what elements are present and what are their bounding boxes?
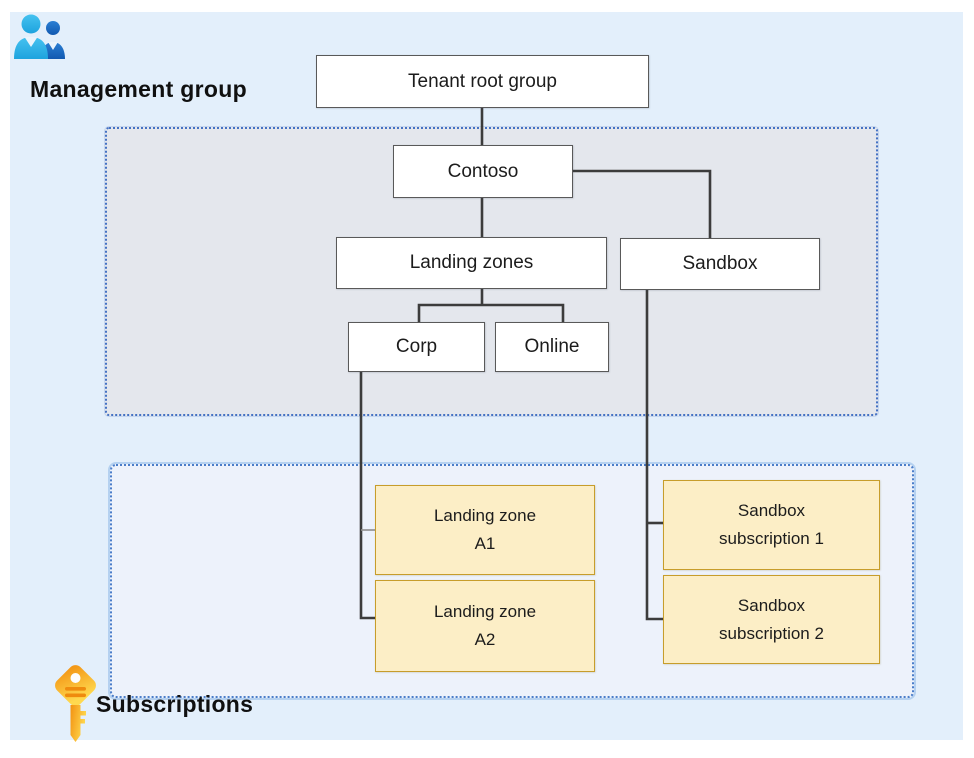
node-online: Online <box>495 322 609 372</box>
subscription-landing-zone-a1: Landing zone A1 <box>375 485 595 575</box>
node-landing-zones: Landing zones <box>336 237 607 289</box>
node-corp: Corp <box>348 322 485 372</box>
node-tenant-root-group: Tenant root group <box>316 55 649 108</box>
key-icon <box>55 665 96 742</box>
subscription-sandbox-1: Sandbox subscription 1 <box>663 480 880 570</box>
people-icon <box>14 14 65 59</box>
subscriptions-title: Subscriptions <box>96 691 254 717</box>
node-sandbox: Sandbox <box>620 238 820 290</box>
subscription-landing-zone-a2: Landing zone A2 <box>375 580 595 672</box>
subscription-sandbox-2: Sandbox subscription 2 <box>663 575 880 664</box>
management-group-title: Management group <box>30 76 247 102</box>
node-contoso: Contoso <box>393 145 573 198</box>
